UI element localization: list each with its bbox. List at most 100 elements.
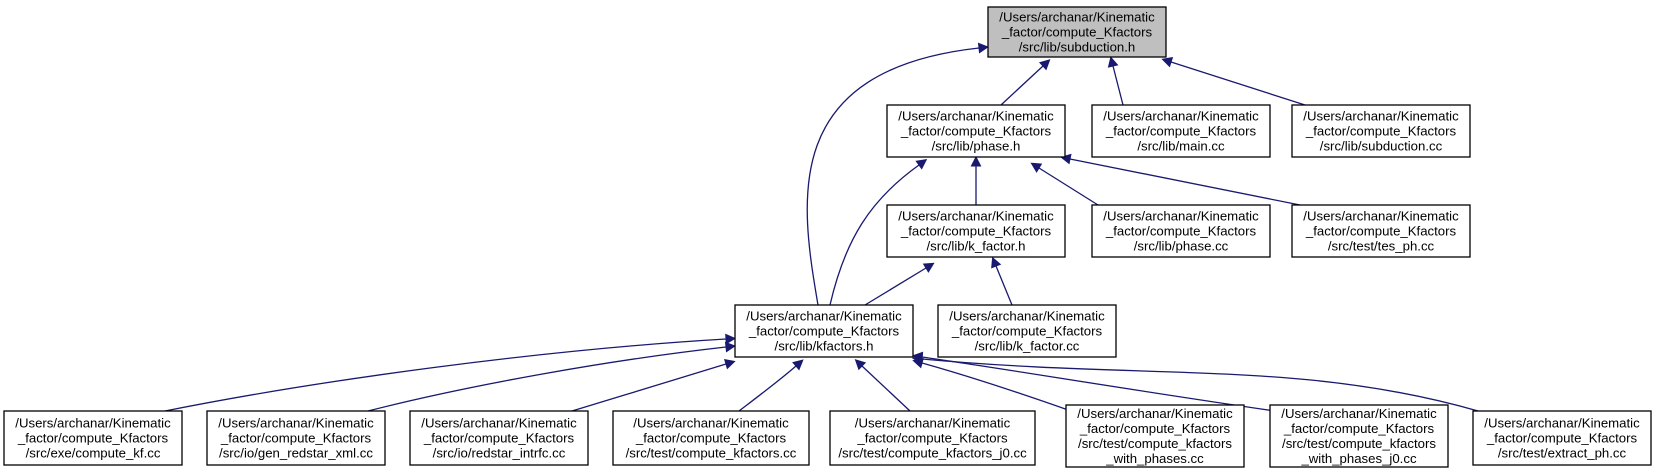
arrowhead-icon <box>1107 56 1119 68</box>
edge-line <box>921 358 1479 412</box>
edge-line <box>1170 61 1306 106</box>
node-compute_kfactors_cc[interactable]: /Users/archanar/Kinematic_factor/compute… <box>612 410 810 466</box>
edge-line <box>571 363 727 412</box>
edge-line <box>1112 65 1124 106</box>
node-phase_cc[interactable]: /Users/archanar/Kinematic_factor/compute… <box>1091 204 1271 258</box>
node-label-line: /src/test/tes_ph.cc <box>1328 239 1435 254</box>
node-k_factor_h[interactable]: /Users/archanar/Kinematic_factor/compute… <box>886 204 1066 258</box>
edge-kfactors_h-to-subduction_h <box>806 42 989 306</box>
node-label-line: /Users/archanar/Kinematic <box>1077 406 1233 421</box>
node-label-line: /src/test/compute_kfactors.cc <box>626 446 797 461</box>
node-label-line: /Users/archanar/Kinematic <box>855 416 1011 431</box>
node-label-line: _factor/compute_Kfactors <box>748 324 900 339</box>
edge-phase_h-to-subduction_h <box>1000 59 1051 106</box>
node-subduction_cc[interactable]: /Users/archanar/Kinematic_factor/compute… <box>1291 104 1471 158</box>
node-label-line: _factor/compute_Kfactors <box>1305 224 1457 239</box>
node-label-line: /Users/archanar/Kinematic <box>218 416 374 431</box>
edge-line <box>164 338 727 412</box>
edge-compute_kfactors_with_phases_cc-to-kfactors_h <box>912 357 1072 412</box>
node-label-line: _factor/compute_Kfactors <box>1079 421 1231 436</box>
arrowhead-icon <box>723 358 736 370</box>
node-box <box>886 204 1066 258</box>
node-label-line: _factor/compute_Kfactors <box>900 224 1052 239</box>
node-label-line: /Users/archanar/Kinematic <box>999 10 1155 25</box>
node-label-line: /Users/archanar/Kinematic <box>633 416 789 431</box>
node-label-line: /Users/archanar/Kinematic <box>15 416 171 431</box>
arrowhead-icon <box>725 333 737 345</box>
node-label-line: /src/lib/k_factor.cc <box>975 339 1080 354</box>
arrowhead-icon <box>911 353 923 365</box>
node-label-line: _factor/compute_Kfactors <box>900 124 1052 139</box>
arrowhead-icon <box>1161 56 1174 68</box>
edge-compute_kf_cc-to-kfactors_h <box>164 333 737 412</box>
edge-k_factor_cc-to-k_factor_h <box>991 256 1013 306</box>
edge-extract_ph_cc-to-kfactors_h <box>911 353 1479 412</box>
edge-line <box>806 47 980 306</box>
node-label-line: _factor/compute_Kfactors <box>856 431 1008 446</box>
node-box <box>1091 104 1271 158</box>
node-kfactors_h[interactable]: /Users/archanar/Kinematic_factor/compute… <box>734 304 914 358</box>
arrowhead-icon <box>854 359 867 371</box>
node-label-line: _with_phases_j0.cc <box>1300 451 1417 466</box>
node-label-line: /src/lib/subduction.cc <box>1320 139 1443 154</box>
node-label-line: /src/test/compute_kfactors_j0.cc <box>838 446 1027 461</box>
node-k_factor_cc[interactable]: /Users/archanar/Kinematic_factor/compute… <box>937 304 1117 358</box>
node-label-line: /Users/archanar/Kinematic <box>949 309 1105 324</box>
node-label-line: /Users/archanar/Kinematic <box>1303 209 1459 224</box>
arrowhead-icon <box>922 262 935 273</box>
edge-phase_cc-to-phase_h <box>1030 162 1099 206</box>
node-label-line: /src/lib/subduction.h <box>1019 40 1136 55</box>
node-label-line: /Users/archanar/Kinematic <box>1484 416 1640 431</box>
node-phase_h[interactable]: /Users/archanar/Kinematic_factor/compute… <box>886 104 1066 158</box>
node-label-line: _factor/compute_Kfactors <box>1105 124 1257 139</box>
node-box <box>734 304 914 358</box>
node-compute_kf_cc[interactable]: /Users/archanar/Kinematic_factor/compute… <box>3 410 183 466</box>
node-box <box>1291 204 1471 258</box>
arrowhead-icon <box>792 359 804 371</box>
node-label-line: _factor/compute_Kfactors <box>635 431 787 446</box>
node-label-line: /Users/archanar/Kinematic <box>1303 109 1459 124</box>
nodes-layer: /Users/archanar/Kinematic_factor/compute… <box>3 6 1652 468</box>
edge-compute_kfactors_cc-to-kfactors_h <box>738 359 804 412</box>
node-redstar_intrfc_cc[interactable]: /Users/archanar/Kinematic_factor/compute… <box>409 410 589 466</box>
node-label-line: /src/test/compute_kfactors <box>1282 436 1436 451</box>
node-label-line: _factor/compute_Kfactors <box>220 431 372 446</box>
node-subduction_h[interactable]: /Users/archanar/Kinematic_factor/compute… <box>987 6 1167 58</box>
node-label-line: /src/io/gen_redstar_xml.cc <box>219 446 373 461</box>
node-label-line: /src/test/compute_kfactors <box>1078 436 1232 451</box>
node-label-line: _factor/compute_Kfactors <box>951 324 1103 339</box>
arrowhead-icon <box>970 155 982 167</box>
node-box <box>829 410 1036 466</box>
node-box <box>1091 204 1271 258</box>
node-label-line: /src/lib/phase.cc <box>1134 239 1229 254</box>
arrowhead-icon <box>1030 162 1043 173</box>
node-label-line: /Users/archanar/Kinematic <box>421 416 577 431</box>
node-extract_ph_cc[interactable]: /Users/archanar/Kinematic_factor/compute… <box>1472 410 1652 466</box>
node-label-line: _factor/compute_Kfactors <box>1105 224 1257 239</box>
node-compute_kfactors_j0_cc[interactable]: /Users/archanar/Kinematic_factor/compute… <box>829 410 1036 466</box>
node-box <box>1065 404 1245 468</box>
node-label-line: _factor/compute_Kfactors <box>17 431 169 446</box>
node-tes_ph_cc[interactable]: /Users/archanar/Kinematic_factor/compute… <box>1291 204 1471 258</box>
node-box <box>1472 410 1652 466</box>
node-main_cc[interactable]: /Users/archanar/Kinematic_factor/compute… <box>1091 104 1271 158</box>
edge-line <box>861 365 911 412</box>
node-gen_redstar_xml_cc[interactable]: /Users/archanar/Kinematic_factor/compute… <box>206 410 386 466</box>
node-compute_kfactors_with_phases_j0_cc[interactable]: /Users/archanar/Kinematic_factor/compute… <box>1269 404 1449 468</box>
edge-tes_ph_cc-to-phase_h <box>1060 153 1301 206</box>
edge-compute_kfactors_j0_cc-to-kfactors_h <box>854 359 911 412</box>
edge-line <box>1000 65 1044 106</box>
edge-line <box>738 365 797 412</box>
arrowhead-icon <box>977 42 989 54</box>
node-label-line: /src/io/redstar_intrfc.cc <box>433 446 566 461</box>
edge-redstar_intrfc_cc-to-kfactors_h <box>571 358 736 412</box>
node-compute_kfactors_with_phases_cc[interactable]: /Users/archanar/Kinematic_factor/compute… <box>1065 404 1245 468</box>
node-box <box>3 410 183 466</box>
edge-kfactors_h-to-k_factor_h <box>864 262 935 306</box>
node-label-line: /Users/archanar/Kinematic <box>1103 209 1259 224</box>
node-box <box>886 104 1066 158</box>
node-label-line: /src/test/extract_ph.cc <box>1498 446 1627 461</box>
node-label-line: /src/lib/kfactors.h <box>775 339 874 354</box>
node-label-line: _factor/compute_Kfactors <box>423 431 575 446</box>
node-label-line: /src/lib/k_factor.h <box>927 239 1026 254</box>
